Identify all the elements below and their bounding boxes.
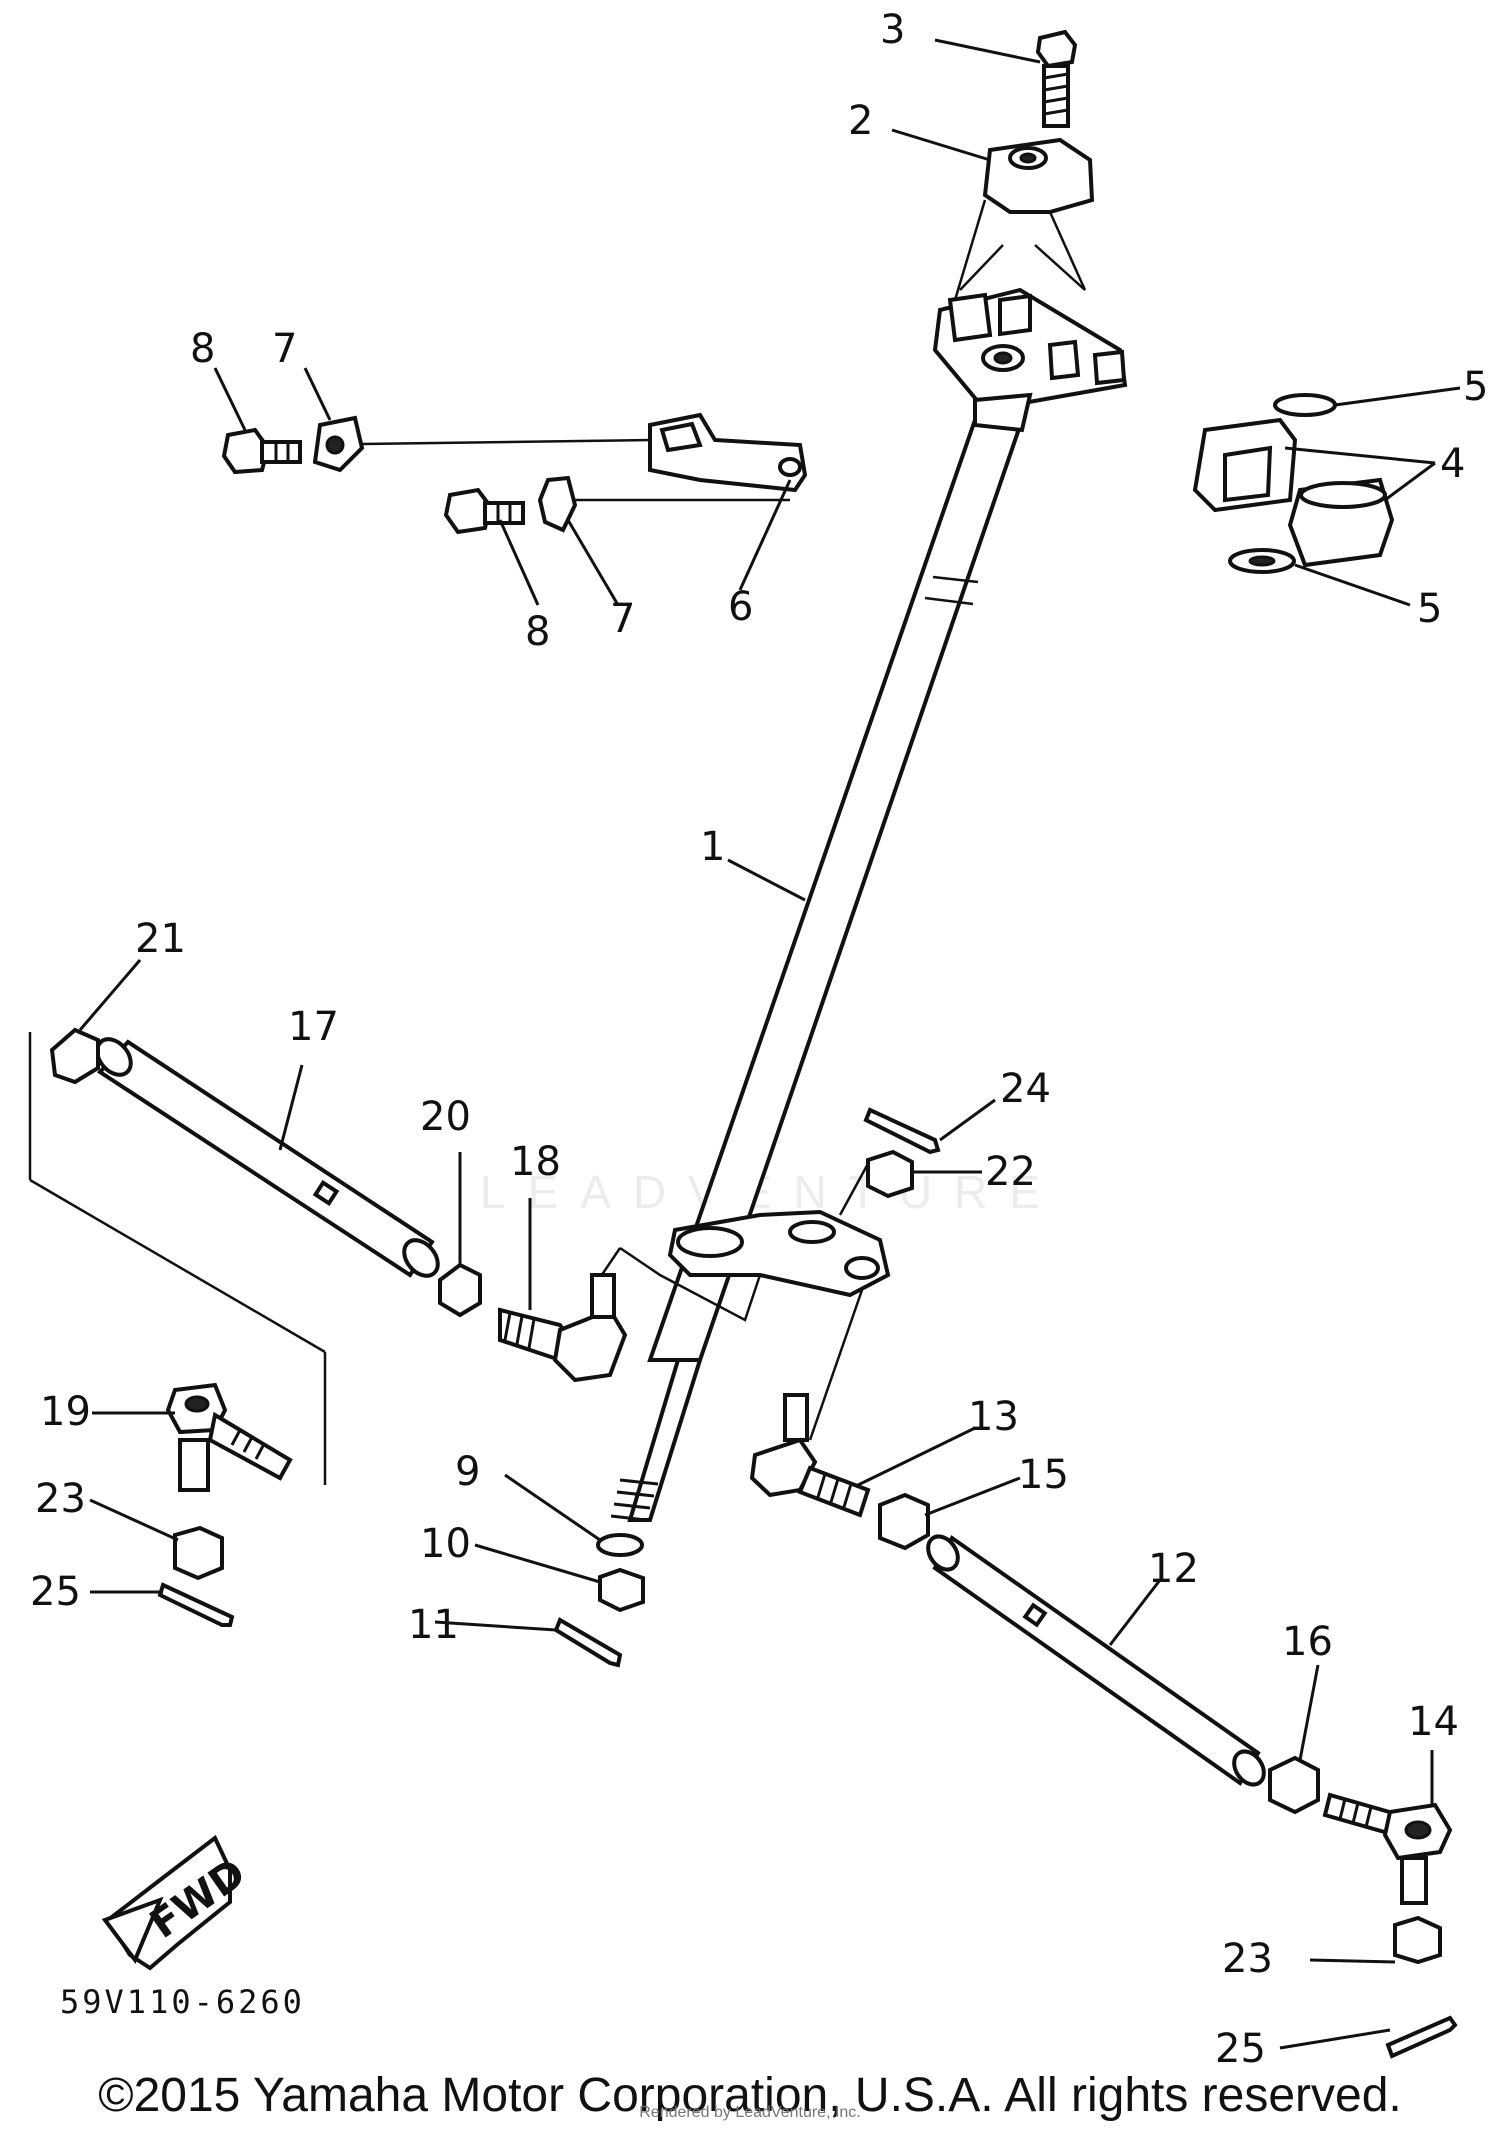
castle-nut-left (173, 1525, 224, 1581)
assembly-line (959, 244, 1004, 291)
steering-bushing-upper (1192, 417, 1298, 513)
assembly-line (1048, 211, 1087, 291)
upper-shaft-bracket (932, 287, 1128, 433)
lock-nut-right-outer (1268, 1755, 1320, 1815)
assembly-line (1034, 244, 1086, 291)
lock-nut-right-inner (878, 1492, 930, 1551)
cotter-pin (863, 1107, 941, 1155)
tie-rod-right (926, 1534, 1266, 1787)
cotter-pin-shaft (553, 1617, 623, 1668)
callout-10: 10 (420, 1521, 471, 1567)
callout-2: 2 (848, 98, 873, 144)
castle-nut (866, 1149, 914, 1199)
handlebar-holder (982, 137, 1095, 214)
callout-3: 3 (880, 7, 905, 53)
watermark-credit: Rendered by LeadVenture, Inc. (639, 2104, 861, 2121)
assembly-line (808, 1289, 864, 1441)
callout-8-lower: 8 (525, 609, 550, 655)
shaft-holder (648, 412, 808, 493)
lock-washer-upper (312, 415, 365, 473)
pitman-arm (667, 1209, 891, 1298)
callout-17: 17 (288, 1004, 339, 1050)
callout-20: 20 (420, 1094, 471, 1140)
assembly-line (361, 438, 651, 446)
lock-nut-left-inner (438, 1262, 482, 1318)
tie-rod-end-outer-right (1322, 1792, 1453, 1905)
callout-11: 11 (408, 1602, 459, 1648)
callout-5-upper: 5 (1463, 364, 1488, 410)
castle-nut-shaft (598, 1567, 645, 1613)
holder-bolt-lower (443, 487, 525, 535)
callout-14: 14 (1408, 1699, 1459, 1745)
assembly-line (29, 1178, 326, 1354)
forward-arrow-icon (101, 1834, 232, 1971)
callout-13: 13 (968, 1394, 1019, 1440)
callout-1: 1 (700, 824, 725, 870)
cotter-pin-right (1385, 2015, 1458, 2059)
plain-washer (596, 1533, 644, 1557)
castle-nut-right (1393, 1915, 1442, 1965)
callout-23-left: 23 (35, 1476, 86, 1522)
callout-7-lower: 7 (610, 596, 635, 642)
callout-12: 12 (1148, 1546, 1199, 1592)
callout-8-upper: 8 (190, 326, 215, 372)
lock-washer-lower (537, 475, 578, 533)
callout-7-upper: 7 (272, 326, 297, 372)
steering-bushing-lower (1287, 477, 1395, 568)
tie-rod-left (95, 1037, 440, 1278)
callout-18: 18 (510, 1139, 561, 1185)
steering-shaft (610, 418, 1025, 1522)
part-code-label: 59V110-6260 (60, 1983, 305, 2021)
tie-rod-end-outer-left (165, 1382, 293, 1492)
assembly-line (619, 1246, 762, 1322)
callout-25-left: 25 (30, 1569, 81, 1615)
cotter-pin-left (157, 1582, 235, 1627)
callout-24: 24 (1000, 1066, 1051, 1112)
callout-numbers: 1 2 3 4 5 5 6 7 7 8 8 9 10 11 12 13 14 1… (30, 7, 1488, 2072)
callout-19: 19 (40, 1389, 91, 1435)
washer-lower-hole (1248, 555, 1276, 567)
lock-nut-left-outer (49, 1027, 100, 1085)
callout-25-right: 25 (1215, 2026, 1266, 2072)
washer-upper (1273, 393, 1337, 417)
callout-15: 15 (1018, 1452, 1069, 1498)
handlebar-holder-bolt (1035, 29, 1078, 128)
copyright-notice: ©2015 Yamaha Motor Corporation, U.S.A. A… (98, 2069, 1402, 2122)
callout-21: 21 (135, 916, 186, 962)
leader-lines (78, 38, 1461, 2050)
callout-16: 16 (1282, 1619, 1333, 1665)
tie-rod-end-inner-right (749, 1393, 871, 1518)
assembly-line (953, 199, 987, 301)
callout-23-right: 23 (1222, 1936, 1273, 1982)
callout-22: 22 (985, 1149, 1036, 1195)
holder-bolt-upper (221, 427, 302, 475)
callout-4: 4 (1440, 441, 1465, 487)
callout-5-lower: 5 (1417, 586, 1442, 632)
tie-rod-end-inner-left (498, 1273, 628, 1383)
callout-9: 9 (455, 1449, 480, 1495)
callout-6: 6 (728, 584, 753, 630)
assembly-line (838, 1159, 872, 1216)
